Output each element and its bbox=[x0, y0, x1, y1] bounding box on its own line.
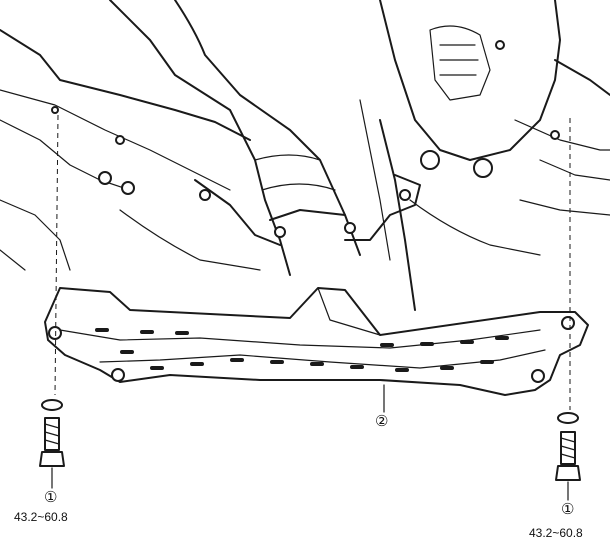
center-pipe bbox=[109, 0, 421, 311]
crossmember bbox=[44, 287, 589, 396]
right-bolt-torque: 43.2~60.8 bbox=[529, 526, 583, 540]
crossmember-callout-number: ② bbox=[375, 413, 389, 430]
left-bolt-torque: 43.2~60.8 bbox=[14, 510, 68, 524]
left-bolt-callout-number: ① bbox=[44, 489, 58, 506]
right-bolt-callout-number: ① bbox=[561, 501, 575, 518]
vehicle-underbody bbox=[0, 0, 610, 271]
right-bolt bbox=[555, 412, 581, 501]
left-bolt bbox=[39, 399, 65, 489]
alignment-lines bbox=[54, 114, 571, 410]
